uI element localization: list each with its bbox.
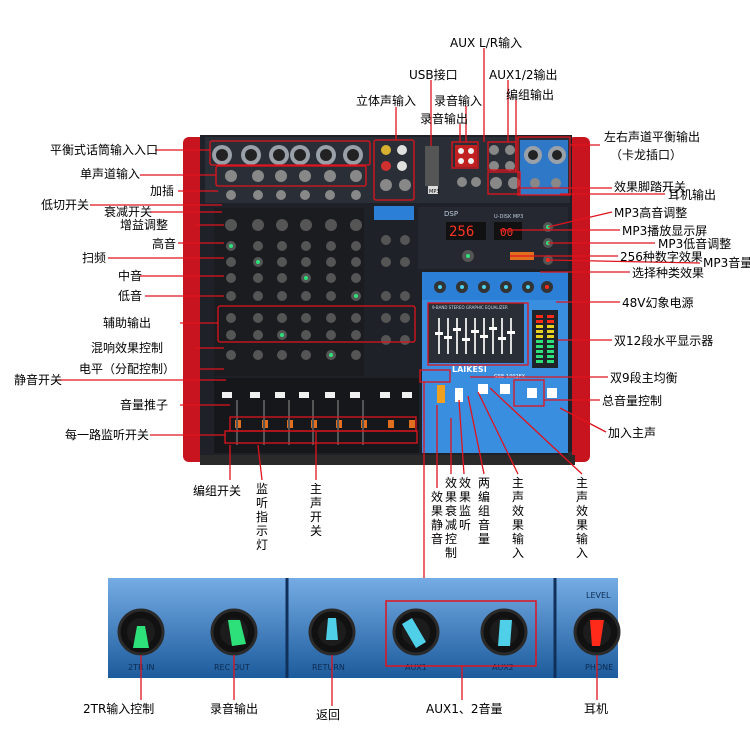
label-reverb-ctrl: 混响效果控制 [91,341,164,355]
label-monitor-each: 每一路监听开关 [65,428,150,442]
label-fx-att: 效果衰减控制 [444,476,457,560]
label-main-fx-in-2: 主声效果输入 [575,476,588,560]
label-mp3-vol: MP3音量 [703,256,750,270]
knob-aux1 [392,608,440,656]
label-insert: 加插 [150,184,175,198]
aux-out-block [489,145,520,189]
level-meter [532,310,558,368]
mp3-tag: MP3 [429,189,440,195]
label-aux12-vol: AUX1、2音量 [426,702,503,716]
label-mono-in: 单声道输入 [80,167,141,181]
jack-input-row [225,170,362,200]
label-lr-balanced-out: 左右声道平衡输出 [604,130,701,144]
label-main-fx-in-1: 主声效果输入 [511,476,524,560]
rca-rec-block [455,145,481,187]
mp3-display-value: 00 [500,226,513,239]
silk-aux1: AUX1 [405,663,427,672]
label-dual9-eq: 双9段主均衡 [610,371,678,385]
knob-2tr-in [117,608,165,656]
dsp-panel [418,207,568,269]
fx-display [446,222,486,240]
silk-rec-out: REC OUT [214,663,250,672]
knob-aux2 [480,608,528,656]
xlr-input-row [212,145,363,165]
label-balanced-mic-in: 平衡式话筒输入入口 [50,143,159,157]
label-main-switch: 主声开关 [309,482,322,538]
label-sweep: 扫频 [82,251,107,265]
label-rec-out: 录音输出 [420,112,469,126]
label-mp3-low: MP3低音调整 [658,237,732,251]
label-mp3-high: MP3高音调整 [614,206,688,220]
label-fx-monitor: 效果监听 [458,476,471,532]
label-aux-lr-in: AUX L/R输入 [450,36,523,50]
label-fx-select: 选择种类效果 [632,266,705,280]
label-low: 低音 [118,289,143,303]
silk-level: LEVEL [586,591,611,600]
label-master-vol: 总音量控制 [602,394,663,408]
knob-return [308,608,356,656]
left-side-panel [183,137,205,462]
mp3-display [494,222,522,240]
fx-display-value: 256 [449,224,474,240]
label-fader: 音量推子 [120,398,169,412]
label-aux12-out: AUX1/2输出 [489,68,558,82]
label-xlr-socket: （卡龙插口） [610,148,683,162]
label-fx-mute: 效果静音 [430,490,443,546]
label-headphone-out: 耳机输出 [668,188,717,202]
label-mid: 中音 [118,269,143,283]
label-fx-pedal: 效果脚踏开关 [614,180,687,194]
label-level: 电平（分配控制） [79,362,176,376]
label-stereo-in: 立体声输入 [356,94,417,108]
label-rec-output: 录音输出 [210,702,259,716]
label-return: 返回 [316,708,341,722]
knob-rec-out [210,608,258,656]
label-monitor-led: 监听指示灯 [255,482,268,552]
silk-return: RETURN [312,663,345,672]
label-high: 高音 [152,237,177,251]
silk-aux2: AUX2 [492,663,514,672]
label-mute: 静音开关 [14,373,63,387]
label-dual12-meter: 双12段水平显示器 [614,334,714,348]
label-group-out: 编组输出 [506,88,555,102]
label-usb: USB接口 [409,68,458,82]
usb-port [425,146,439,186]
eq-title: 9-BAND STEREO GRAPHIC EQUALIZER [432,305,508,310]
label-headphone: 耳机 [584,702,609,716]
label-aux-out: 辅助输出 [103,316,152,330]
label-rec-in: 录音输入 [434,94,483,108]
label-add-main: 加入主声 [608,426,657,440]
label-two-group-vol: 两编组音量 [477,476,490,546]
label-2tr-in: 2TR输入控制 [83,702,155,716]
stereo-input-block [380,145,411,191]
knob-phone [573,608,621,656]
label-group-switch: 编组开关 [193,484,242,498]
label-gain: 增益调整 [120,218,169,232]
label-fx256: 256种数字效果 [620,250,703,264]
label-mp3-screen: MP3播放显示屏 [622,224,708,238]
silk-phone: PHONE [585,663,613,672]
channel-strips [214,208,410,376]
dsp-badge: DSP [444,210,458,218]
brand-logo: LAIKESI [452,365,487,374]
label-phantom48: 48V幻象电源 [622,296,694,310]
label-lowcut: 低切开关 [41,198,90,212]
usb-panel-label: U-DISK MP3 [494,214,523,220]
label-attenuate: 衰减开关 [104,205,153,219]
